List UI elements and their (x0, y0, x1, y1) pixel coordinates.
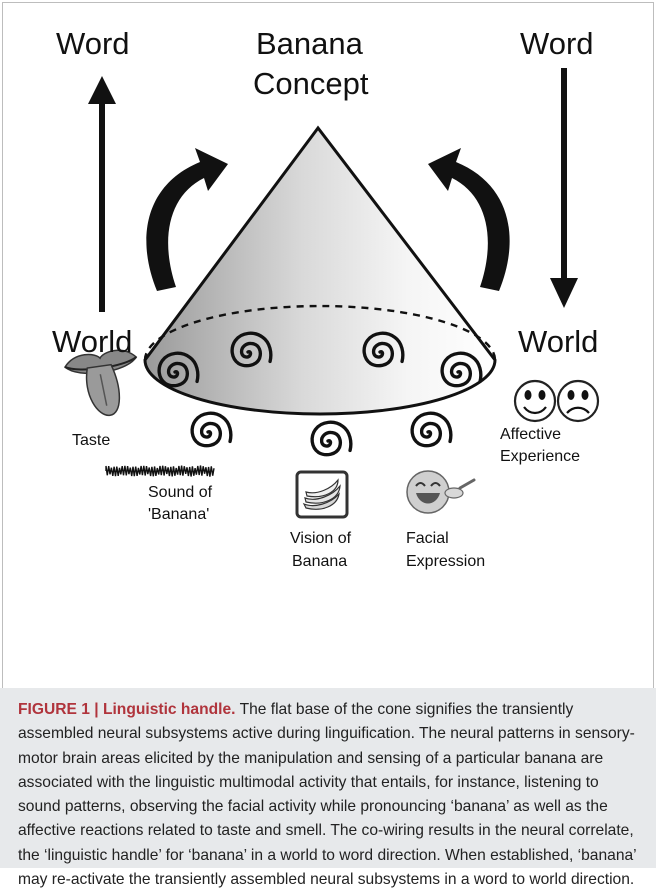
affective-label-line2: Experience (500, 448, 581, 465)
spiral-icon (190, 411, 233, 448)
sound-label-line1: Sound of (148, 484, 213, 501)
banana-icon (295, 470, 349, 519)
curved-arrow-icon (428, 148, 510, 291)
waveform-icon (105, 465, 215, 477)
spiral-icon (310, 420, 353, 457)
concept-label-line1: Banana (256, 26, 363, 61)
facial-label-line1: Facial (406, 530, 449, 547)
world-label-left: World (52, 324, 133, 359)
curved-arrow-icon (146, 148, 228, 291)
laughing-face-icon (406, 470, 476, 514)
caption-label: FIGURE 1 | Linguistic handle. (18, 701, 236, 718)
frowning-face-icon (556, 379, 600, 423)
tongue-icon (63, 349, 138, 417)
world-label-right: World (518, 324, 599, 359)
caption-text: The flat base of the cone signifies the … (18, 701, 637, 889)
word-label-left: Word (56, 26, 130, 61)
down-arrow-icon (550, 68, 578, 308)
spiral-icon (410, 411, 453, 448)
concept-label-line2: Concept (253, 66, 369, 101)
vision-label-line2: Banana (292, 553, 348, 570)
vision-label-line1: Vision of (290, 530, 352, 547)
up-arrow-icon (88, 76, 116, 312)
banana-concept-diagram (63, 68, 600, 519)
sound-label-line2: 'Banana' (148, 506, 210, 523)
word-label-right: Word (520, 26, 594, 61)
figure-caption: FIGURE 1 | Linguistic handle. The flat b… (0, 688, 656, 888)
taste-label: Taste (72, 432, 111, 449)
affective-label-line1: Affective (500, 426, 562, 443)
smiley-face-icon (513, 379, 557, 423)
facial-label-line2: Expression (406, 553, 486, 570)
